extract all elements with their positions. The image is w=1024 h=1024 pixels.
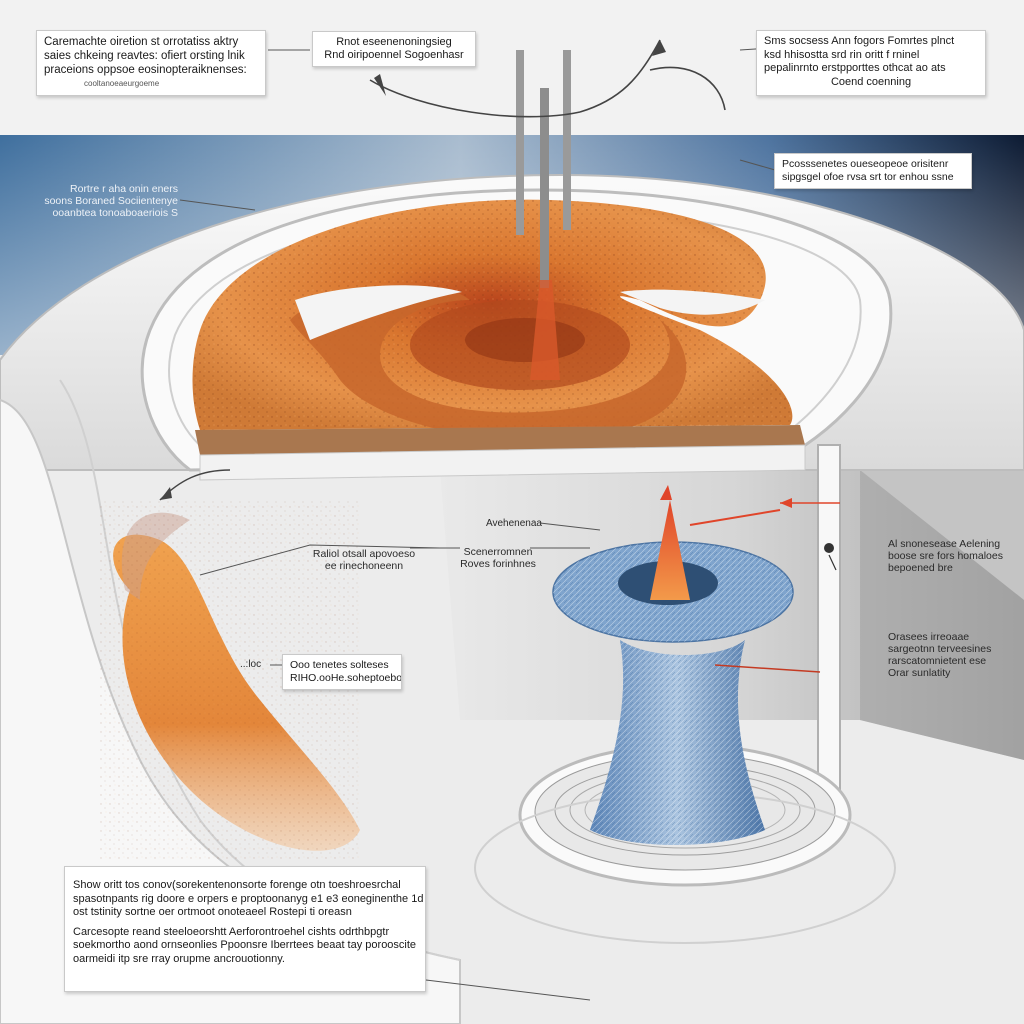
label-center-mid: Scenerromnen Roves forinhnes: [458, 546, 538, 570]
callout-bottom: Show oritt tos conov(sorekentenonsorte f…: [64, 866, 426, 992]
callout-text: spasotnpants rig doore e orpers e propto…: [73, 892, 424, 905]
callout-text: Rnd oiripoennel Sogoenhasr: [324, 49, 464, 61]
label-text: bepoened bre: [888, 562, 953, 574]
label-left-upper: Rortre r aha onin eners soons Boraned So…: [40, 183, 178, 219]
callout-text: ksd hhisostta srd rin oritt f rninel: [764, 48, 920, 61]
callout-text: Sms socsess Ann fogors Fomrtes plnct: [764, 35, 955, 47]
callout-top-center: Rnot eseenenoningsieg Rnd oiripoennel So…: [312, 31, 476, 67]
label-text: sargeotnn terveesines: [888, 643, 992, 655]
callout-center-small: Ooo tenetes solteses RIHO.ooHe.soheptoeb…: [282, 654, 402, 690]
label-text: ooanbtea tonoaboaeriois S: [52, 207, 178, 219]
drain-pipe: [817, 444, 841, 791]
label-text: ee rinechoneenn: [324, 560, 404, 572]
label-left-tag: ..:loc: [240, 659, 261, 671]
callout-text: Show oritt tos conov(sorekentenonsorte f…: [73, 879, 401, 891]
callout-text: oarmeidi itp sre rray orupme ancrouotion…: [73, 952, 285, 965]
label-text: Rortre r aha onin eners: [70, 183, 178, 195]
callout-text: Coend coenning: [830, 75, 912, 88]
callout-top-right: Sms socsess Ann fogors Fomrtes plnct ksd…: [756, 30, 986, 96]
central-rod-right: [563, 50, 571, 230]
callout-text: Caremachte oiretion st orrotatiss aktry: [44, 36, 239, 48]
callout-top-left: Caremachte oiretion st orrotatiss aktry …: [36, 30, 266, 96]
label-center-tag: Avehenenaa: [486, 518, 542, 530]
callout-text: Rnot eseenenoningsieg: [336, 36, 452, 48]
callout-text: ost tstinity sortne oer ortmoot onoteaee…: [73, 906, 352, 918]
central-rod-left: [516, 50, 524, 235]
label-text: ..:loc: [240, 659, 262, 670]
label-text: Roves forinhnes: [460, 558, 536, 570]
callout-text: soekmortho aond ornseonlies Ppoonsre Ibe…: [73, 939, 417, 951]
callout-text: pepalinrnto erstpporttes othcat ao ats: [764, 62, 946, 74]
callout-footnote: cooltanoeaeurgoeme: [84, 79, 160, 88]
callout-mid-right: Pcosssenetes oueseopeoe orisitenr sipgsg…: [774, 153, 972, 189]
label-left-mid: Raliol otsall apovoeso ee rinechoneenn: [310, 548, 418, 572]
label-text: Al snonesease Aelening: [888, 538, 1001, 550]
callout-text: RIHO.ooHe.soheptoeboo: [290, 672, 402, 684]
label-text: boose sre fors homaloes: [888, 550, 1003, 562]
sand-vortex: [290, 284, 687, 440]
label-text: Avehenenaa: [486, 518, 542, 529]
central-rod-middle: [540, 88, 549, 288]
callout-text: Ooo tenetes solteses: [290, 659, 389, 671]
callout-text: praceions oppsoe eosinopteraiknenses:: [44, 64, 247, 76]
label-text: Orasees irreoaae: [888, 631, 970, 643]
label-text: Scenerromnen: [463, 546, 533, 558]
label-right-upper: Al snonesease Aelening boose sre fors ho…: [888, 538, 1003, 574]
label-text: Orar sunlatity: [888, 667, 951, 679]
callout-text: saies chkeing reavtes: ofiert orsting ln…: [44, 50, 245, 62]
label-text: Raliol otsall apovoeso: [312, 548, 416, 560]
label-text: rarscatomnietent ese: [888, 655, 987, 667]
label-right-lower: Orasees irreoaae sargeotnn terveesines r…: [888, 631, 991, 679]
callout-text: sipgsgel ofoe rvsa srt tor enhou ssne: [782, 171, 954, 183]
label-text: soons Boraned Sociientenye: [44, 195, 178, 207]
callout-text: Carcesopte reand steeloeorshtt Aerforont…: [73, 925, 390, 938]
callout-text: Pcosssenetes oueseopeoe orisitenr: [782, 158, 949, 170]
red-core: [650, 500, 690, 600]
